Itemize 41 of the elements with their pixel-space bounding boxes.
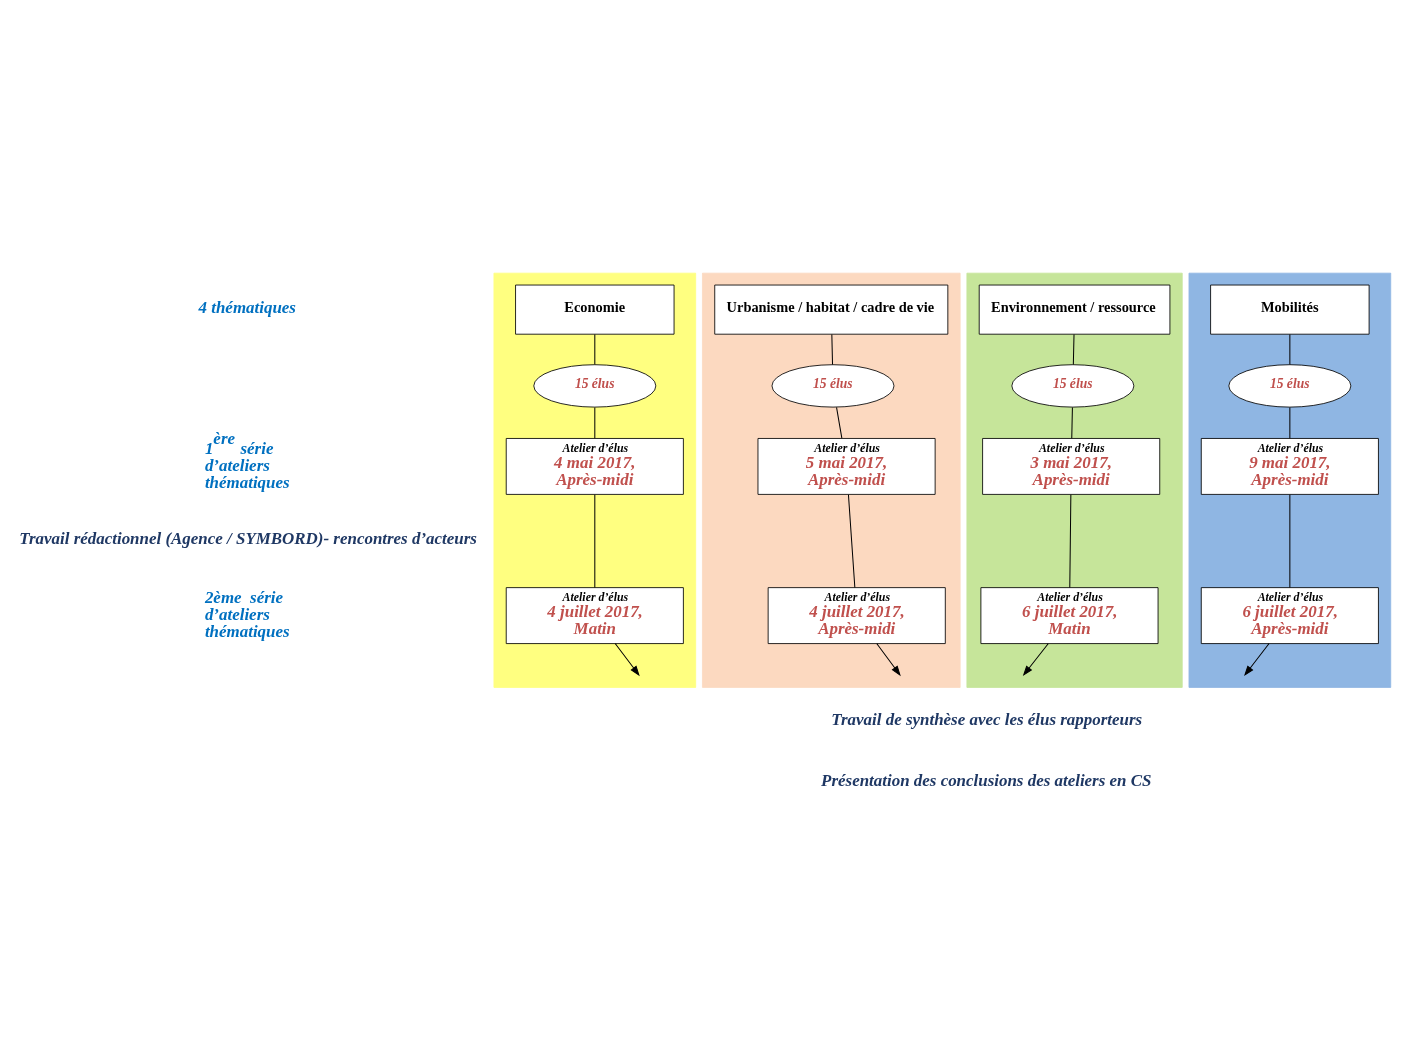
arrow <box>1244 642 1270 676</box>
node-box: Atelier d’élus 4 juillet 2017, Matin <box>505 586 684 644</box>
label: Présentation des conclusions des ateliers en CS <box>821 770 1152 790</box>
connector <box>836 406 843 439</box>
label: Travail de synthèse avec les élus rapporteurs <box>831 709 1143 729</box>
connector <box>1069 493 1072 588</box>
connector <box>594 333 596 365</box>
connector <box>594 406 596 439</box>
label: Travail rédactionnel (Agence / SYMBORD)- rencontres d’acteurs <box>19 528 477 548</box>
connector <box>831 333 834 365</box>
connector <box>1289 406 1291 439</box>
arrow <box>1022 642 1049 676</box>
node-box: Atelier d’élus 6 juillet 2017, Après-midi <box>1200 586 1379 644</box>
node-ellipse: 15 élus <box>1011 363 1135 408</box>
node-box: Atelier d’élus 5 mai 2017, Après-midi <box>757 437 936 495</box>
node-box: Mobilités <box>1210 284 1370 335</box>
connector <box>1289 493 1291 588</box>
node-ellipse: 15 élus <box>1228 363 1352 408</box>
node-box: Economie <box>515 284 675 335</box>
label: 4 thématiques <box>198 297 296 317</box>
node-box: Urbanisme / habitat / cadre de vie <box>714 284 949 335</box>
cluster <box>1188 272 1392 688</box>
cluster <box>493 272 697 688</box>
cluster <box>966 272 1183 688</box>
arrow <box>876 642 901 676</box>
connector <box>1072 333 1075 365</box>
node-box: Atelier d’élus 3 mai 2017, Après-midi <box>982 437 1161 495</box>
label: 2ème série d’ateliers thématiques <box>204 587 290 641</box>
connector <box>594 493 596 588</box>
node-box: Environnement / ressource <box>978 284 1171 335</box>
node-box: Atelier d’élus 6 juillet 2017, Matin <box>980 586 1159 644</box>
connector <box>847 493 856 588</box>
node-ellipse: 15 élus <box>533 363 657 408</box>
node-box: Atelier d’élus 4 juillet 2017, Après-midi <box>767 586 946 644</box>
cluster <box>702 272 961 688</box>
connector <box>1289 333 1291 365</box>
arrow <box>614 642 640 676</box>
node-box: Atelier d’élus 9 mai 2017, Après-midi <box>1200 437 1379 495</box>
connector <box>1071 406 1073 439</box>
node-box: Atelier d’élus 4 mai 2017, Après-midi <box>505 437 684 495</box>
node-ellipse: 15 élus <box>771 363 895 408</box>
